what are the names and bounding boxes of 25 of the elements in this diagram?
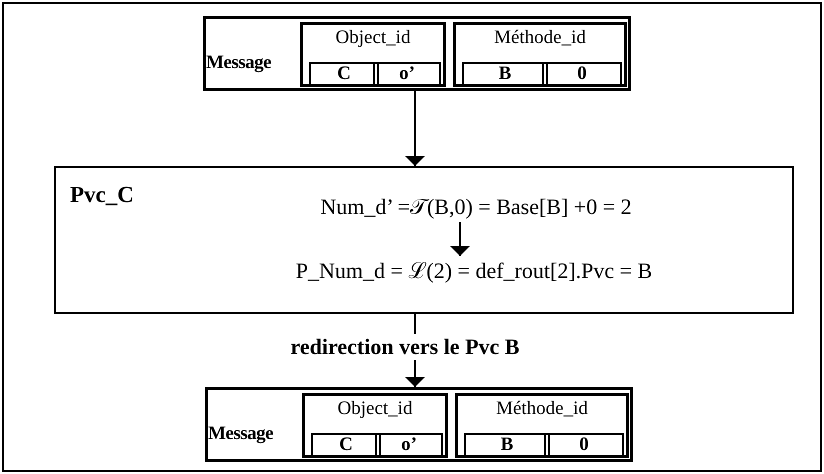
edge-label: redirection vers le Pvc B xyxy=(288,334,522,360)
message-label: Message xyxy=(206,52,272,74)
process-box xyxy=(54,166,794,314)
message-box xyxy=(203,16,631,91)
process-title: Pvc_C xyxy=(70,182,134,208)
field-cell: 0 xyxy=(544,433,624,457)
field-group-box xyxy=(302,393,448,458)
field-cell: o’ xyxy=(375,433,443,457)
field-cell: C xyxy=(309,62,379,86)
field-group-box xyxy=(300,22,446,87)
field-name: Méthode_id xyxy=(495,398,589,420)
field-cell: B xyxy=(464,433,550,457)
message-box xyxy=(205,387,633,462)
field-cell: C xyxy=(311,433,381,457)
message-label: Message xyxy=(208,423,274,445)
field-cell: o’ xyxy=(373,62,441,86)
field-name: Object_id xyxy=(336,398,414,420)
field-name: Méthode_id xyxy=(493,27,587,49)
formula-text: Num_d’ =𝒯(B,0) = Base[B] +0 = 2 xyxy=(320,192,632,222)
formula-text: P_Num_d = ℒ(2) = def_rout[2].Pvc = B xyxy=(296,256,652,286)
field-cell: 0 xyxy=(542,62,622,86)
field-group-box xyxy=(455,393,629,458)
field-cell: B xyxy=(462,62,548,86)
field-name: Object_id xyxy=(334,27,412,49)
field-group-box xyxy=(453,22,627,87)
